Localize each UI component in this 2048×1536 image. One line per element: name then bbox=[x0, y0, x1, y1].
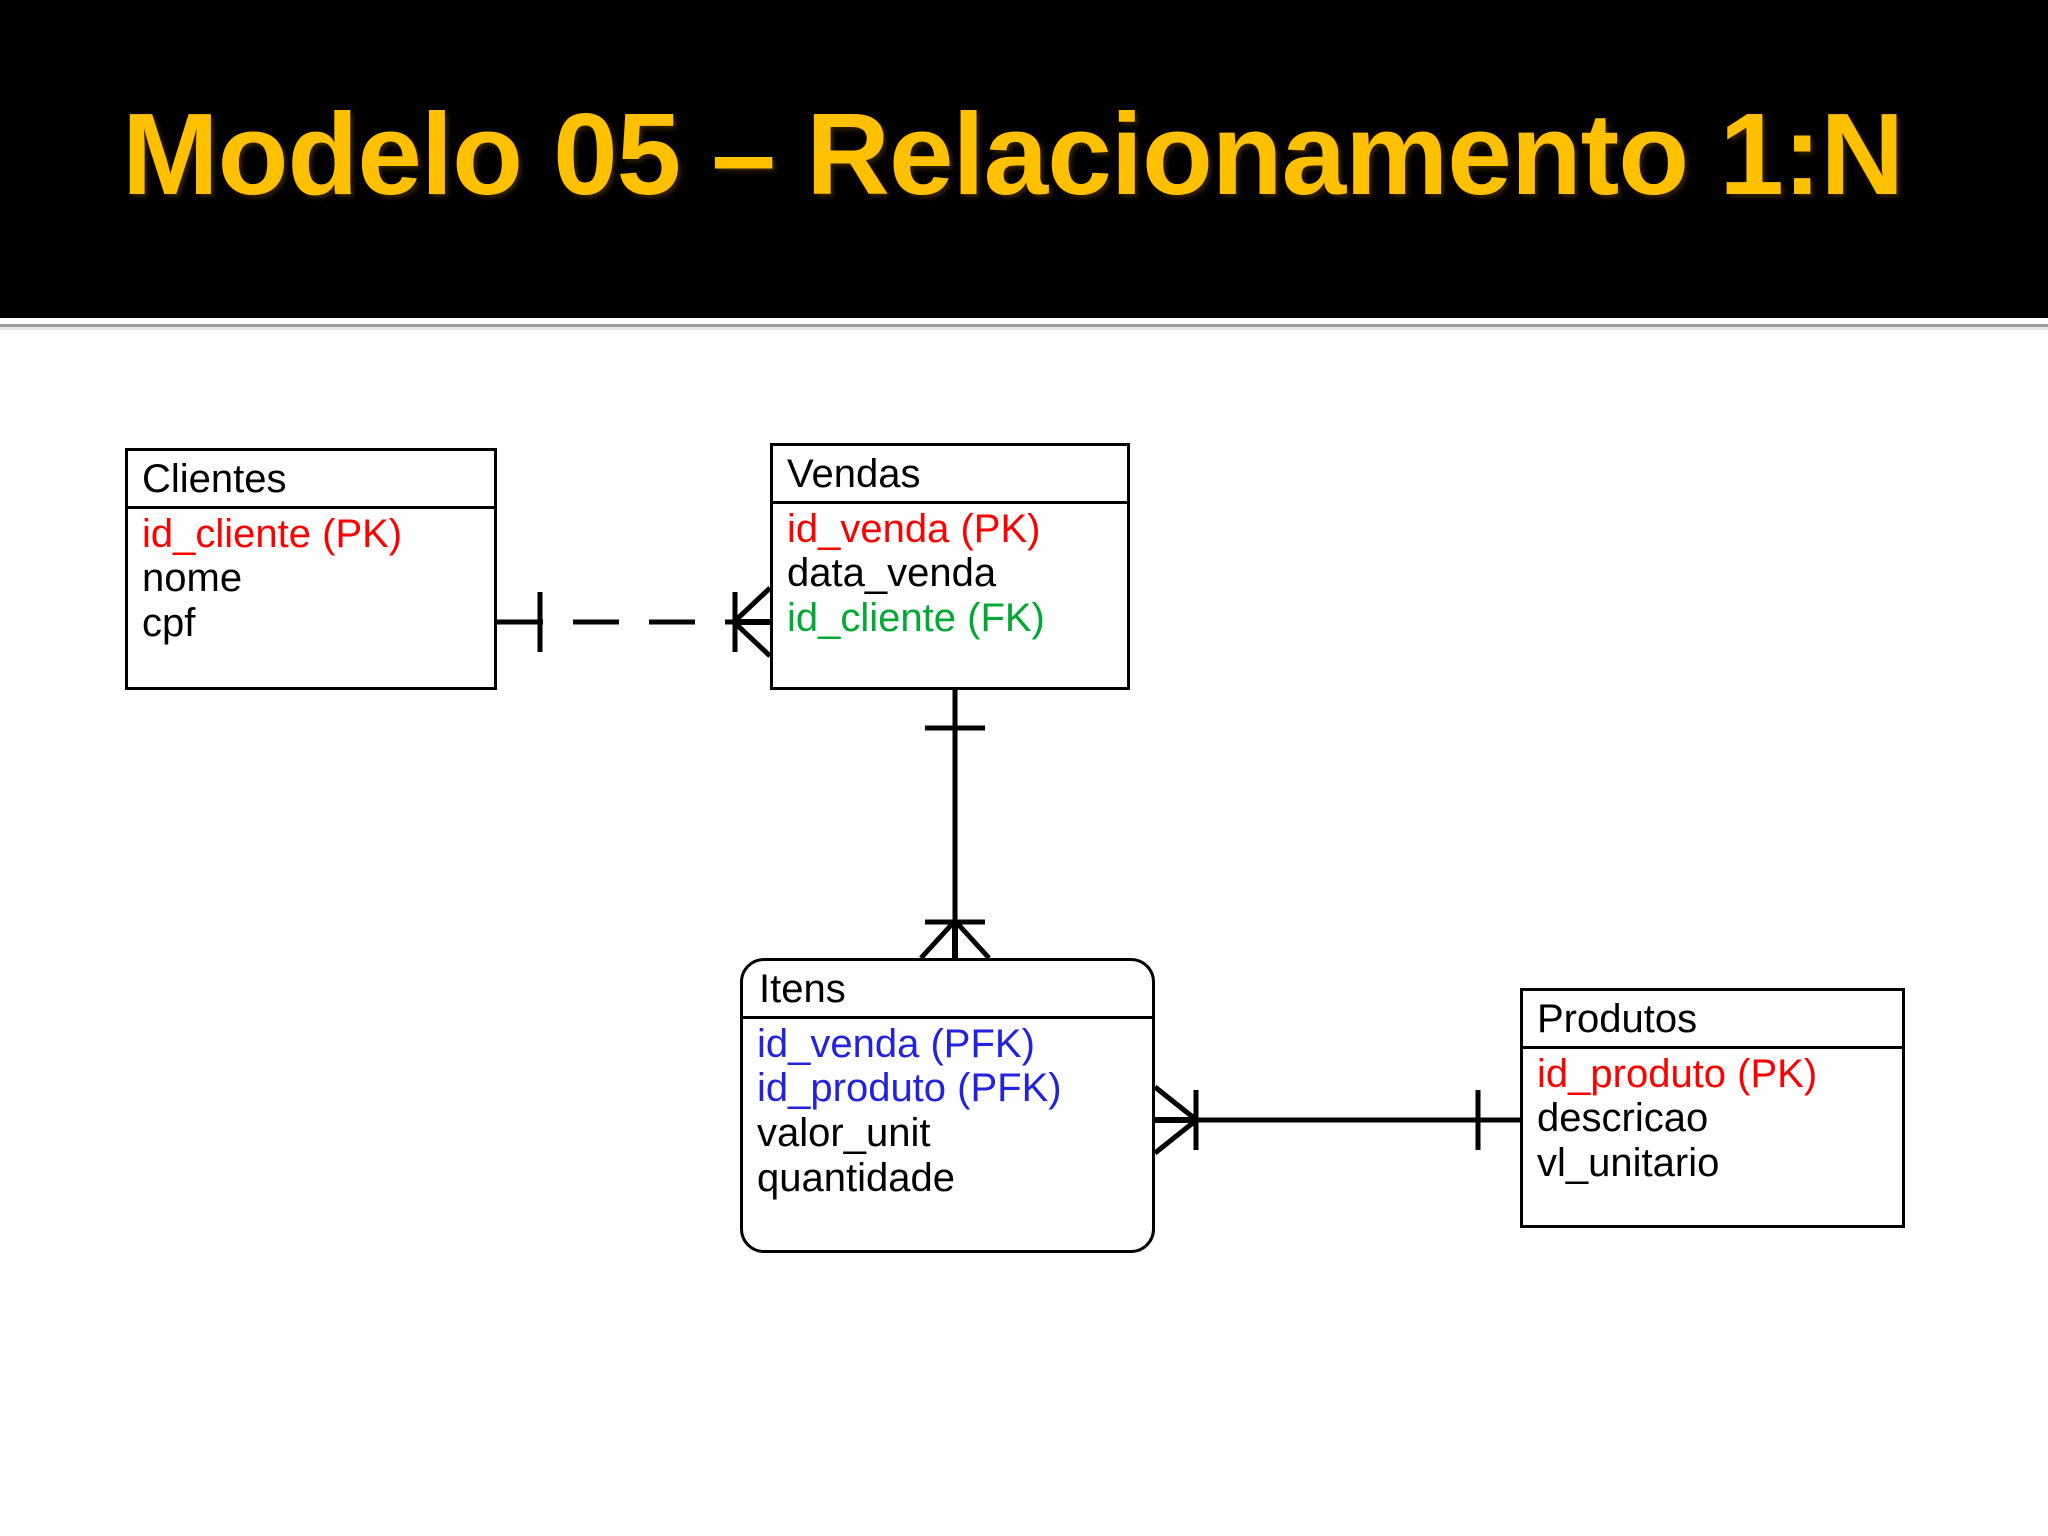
attribute-descricao: descricao bbox=[1537, 1096, 1709, 1141]
attribute-nome: nome bbox=[142, 556, 243, 601]
banner-divider bbox=[0, 322, 2048, 330]
attribute-id-venda-pk: id_venda (PK) bbox=[787, 506, 1041, 551]
attribute-vl-unitario: vl_unitario bbox=[1537, 1140, 1720, 1185]
entity-vendas[interactable]: Vendas id_venda (PK) data_venda id_clien… bbox=[770, 443, 1130, 690]
entity-produtos-title: Produtos bbox=[1523, 991, 1902, 1049]
crows-foot-icon bbox=[919, 921, 991, 960]
crows-foot-icon bbox=[1153, 1085, 1196, 1155]
entity-itens[interactable]: Itens id_venda (PFK) id_produto (PFK) va… bbox=[740, 958, 1155, 1253]
attribute-cpf: cpf bbox=[142, 600, 196, 645]
title-banner: Modelo 05 – Relacionamento 1:N bbox=[0, 0, 2048, 318]
entity-produtos[interactable]: Produtos id_produto (PK) descricao vl_un… bbox=[1520, 988, 1905, 1228]
entity-clientes-attributes: id_cliente (PK) nome cpf bbox=[128, 509, 494, 653]
crows-foot-icon bbox=[734, 586, 772, 658]
attribute-id-venda-pfk: id_venda (PFK) bbox=[757, 1021, 1035, 1066]
page-title: Modelo 05 – Relacionamento 1:N bbox=[122, 89, 1904, 219]
attribute-id-produto-pk: id_produto (PK) bbox=[1537, 1051, 1818, 1096]
er-diagram-canvas: Clientes id_cliente (PK) nome cpf Vendas… bbox=[0, 330, 2048, 1536]
entity-itens-attributes: id_venda (PFK) id_produto (PFK) valor_un… bbox=[743, 1019, 1152, 1207]
relationship-produtos-itens[interactable] bbox=[1153, 1085, 1520, 1155]
entity-produtos-attributes: id_produto (PK) descricao vl_unitario bbox=[1523, 1049, 1902, 1193]
attribute-id-produto-pfk: id_produto (PFK) bbox=[757, 1066, 1062, 1111]
entity-vendas-attributes: id_venda (PK) data_venda id_cliente (FK) bbox=[773, 504, 1127, 648]
relationship-connectors bbox=[497, 586, 1520, 1155]
attribute-quantidade: quantidade bbox=[757, 1155, 955, 1200]
entity-vendas-title: Vendas bbox=[773, 446, 1127, 504]
attribute-valor-unit: valor_unit bbox=[757, 1110, 931, 1155]
relationship-vendas-itens[interactable] bbox=[919, 690, 991, 960]
entity-clientes-title: Clientes bbox=[128, 451, 494, 509]
attribute-data-venda: data_venda bbox=[787, 551, 997, 596]
attribute-id-cliente-pk: id_cliente (PK) bbox=[142, 511, 403, 556]
entity-itens-title: Itens bbox=[743, 961, 1152, 1019]
attribute-id-cliente-fk: id_cliente (FK) bbox=[787, 595, 1045, 640]
entity-clientes[interactable]: Clientes id_cliente (PK) nome cpf bbox=[125, 448, 497, 690]
relationship-clientes-vendas[interactable] bbox=[497, 586, 772, 658]
